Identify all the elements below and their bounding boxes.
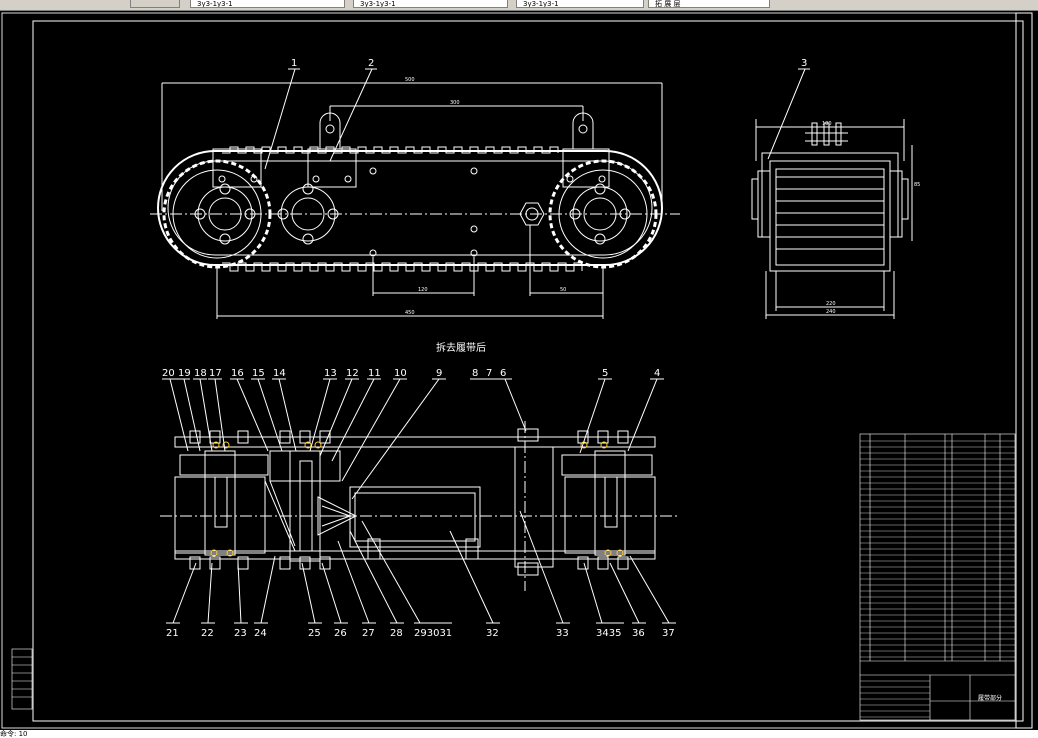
side-view	[751, 119, 913, 319]
balloon-17: 17	[209, 368, 222, 379]
balloon-11: 11	[368, 368, 381, 379]
balloon-37: 37	[662, 628, 675, 639]
balloon-34-35: 3435	[596, 628, 621, 639]
balloon-23: 23	[234, 628, 247, 639]
balloon-36: 36	[632, 628, 645, 639]
balloon-13: 13	[324, 368, 337, 379]
parts-rows	[860, 440, 1015, 718]
tab-document-2[interactable]: 3y3-1y3-1	[353, 0, 508, 8]
balloon-21: 21	[166, 628, 179, 639]
accent-bolts	[210, 441, 624, 557]
balloon-7: 7	[486, 368, 492, 379]
status-text: 命令: 10	[0, 730, 28, 738]
dim-b1: 120	[418, 287, 428, 293]
tab-document-3[interactable]: 3y3-1y3-1	[516, 0, 644, 8]
dim-overall: 500	[405, 77, 415, 83]
balloon-29-30-31: 293031	[414, 628, 452, 639]
parts-list	[859, 433, 1016, 721]
side-dim-bottom1: 220	[826, 301, 836, 307]
side-dim-bottom2: 240	[826, 309, 836, 315]
document-tab-bar: 3y3-1y3-1 3y3-1y3-1 3y3-1y3-1 拓 展 层	[0, 0, 1038, 11]
balloon-6: 6	[500, 368, 506, 379]
drawing-canvas[interactable]: 500 300 450 120 50 1 2 3 100 85 220 240 …	[0, 11, 1038, 730]
right-margin	[1015, 12, 1033, 729]
inner-frame	[32, 20, 1024, 722]
tab-document-4[interactable]: 拓 展 层	[648, 0, 770, 8]
balloon-2: 2	[368, 58, 374, 69]
side-stamp	[11, 648, 33, 710]
balloon-15: 15	[252, 368, 265, 379]
section-title: 拆去履带后	[436, 341, 486, 354]
balloon-33: 33	[556, 628, 569, 639]
balloon-4: 4	[654, 368, 660, 379]
side-dim-top: 100	[822, 121, 832, 127]
upper-leaders	[162, 378, 664, 500]
lower-leaders	[166, 510, 676, 624]
status-bar: 命令: 10	[0, 730, 1038, 738]
balloon-28: 28	[390, 628, 403, 639]
balloon-16: 16	[231, 368, 244, 379]
tab-document-1[interactable]: 3y3-1y3-1	[190, 0, 345, 8]
balloon-26: 26	[334, 628, 347, 639]
dim-pin: 300	[450, 100, 460, 106]
outer-frame	[1, 12, 1033, 729]
balloon-25: 25	[308, 628, 321, 639]
balloon-14: 14	[273, 368, 286, 379]
balloon-18: 18	[194, 368, 207, 379]
dim-bottom: 450	[405, 310, 415, 316]
section-view	[160, 421, 680, 591]
balloon-20: 20	[162, 368, 175, 379]
balloon-3: 3	[801, 58, 807, 69]
balloon-5: 5	[602, 368, 608, 379]
balloon-12: 12	[346, 368, 359, 379]
dim-b2: 50	[560, 287, 566, 293]
top-view	[150, 82, 680, 319]
side-dim-right: 85	[914, 182, 920, 188]
balloon-9: 9	[436, 368, 442, 379]
balloon-27: 27	[362, 628, 375, 639]
balloon-1: 1	[291, 58, 297, 69]
drawing-name: 履带部分	[978, 694, 1002, 702]
balloon-19: 19	[178, 368, 191, 379]
toolbar-icons[interactable]	[130, 0, 180, 8]
balloon-32: 32	[486, 628, 499, 639]
balloon-8: 8	[472, 368, 478, 379]
balloon-10: 10	[394, 368, 407, 379]
balloon-24: 24	[254, 628, 267, 639]
balloon-22: 22	[201, 628, 214, 639]
